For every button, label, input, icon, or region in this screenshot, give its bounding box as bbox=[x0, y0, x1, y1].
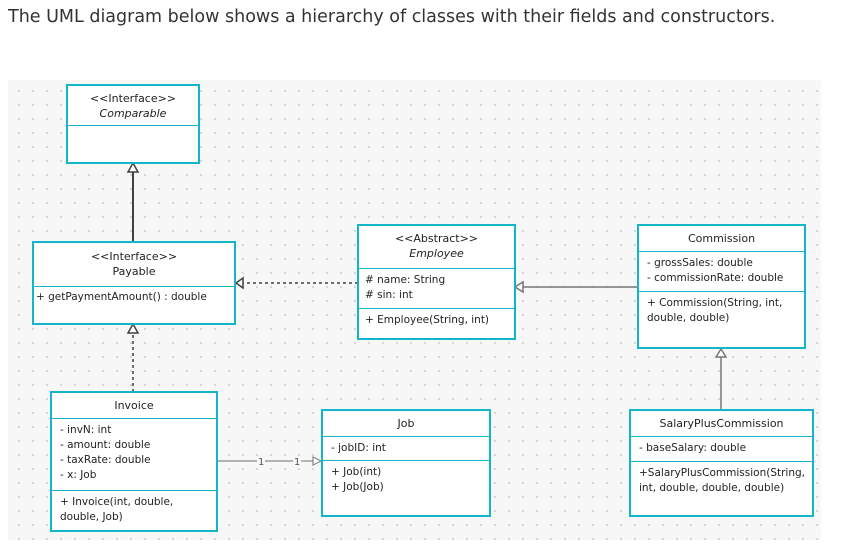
commission-field: - commissionRate: double bbox=[647, 272, 784, 284]
job-association-arrowhead bbox=[312, 456, 323, 466]
salaryplus-class-name: SalaryPlusCommission bbox=[659, 417, 784, 430]
payable-method: + getPaymentAmount() : double bbox=[36, 291, 207, 303]
invoice-field: - taxRate: double bbox=[60, 454, 151, 466]
payable-realization-arrowhead-employee bbox=[234, 276, 244, 290]
job-class-box: Job - jobID: int + Job(int) + Job(Job) bbox=[321, 409, 491, 517]
employee-field: # sin: int bbox=[365, 289, 413, 301]
invoice-field: - invN: int bbox=[60, 424, 112, 436]
comparable-stereotype: <<Interface>> bbox=[89, 92, 177, 105]
intro-text: The UML diagram below shows a hierarchy … bbox=[8, 7, 776, 27]
invoice-class-box: Invoice - invN: int - amount: double - t… bbox=[50, 391, 218, 532]
salaryplus-class-box: SalaryPlusCommission - baseSalary: doubl… bbox=[629, 409, 814, 517]
association-left-multiplicity: 1 bbox=[258, 457, 264, 468]
payable-realization-arrowhead-invoice bbox=[126, 322, 140, 334]
invoice-class-name: Invoice bbox=[114, 399, 154, 412]
employee-abstract-box: <<Abstract>> Employee # name: String # s… bbox=[357, 224, 516, 340]
salaryplus-field: - baseSalary: double bbox=[639, 442, 747, 454]
commission-class-box: Commission - grossSales: double - commis… bbox=[637, 224, 806, 349]
invoice-constructor: + Invoice(int, double, double, Job) bbox=[60, 496, 174, 523]
employee-class-name: Employee bbox=[409, 247, 464, 260]
comparable-generalization-arrowhead bbox=[126, 161, 140, 173]
invoice-field: - amount: double bbox=[60, 439, 151, 451]
employee-stereotype: <<Abstract>> bbox=[394, 232, 479, 245]
job-constructor: + Job(Job) bbox=[331, 481, 384, 493]
employee-constructor: + Employee(String, int) bbox=[365, 314, 490, 326]
job-class-name: Job bbox=[397, 417, 415, 430]
employee-generalization-arrowhead bbox=[513, 280, 524, 294]
payable-interface-box: <<Interface>> Payable + getPaymentAmount… bbox=[32, 241, 236, 325]
comparable-class-name: Comparable bbox=[99, 107, 167, 120]
commission-field: - grossSales: double bbox=[647, 257, 753, 269]
employee-field: # name: String bbox=[365, 274, 446, 286]
payable-class-name: Payable bbox=[112, 265, 156, 278]
commission-class-name: Commission bbox=[687, 232, 756, 245]
job-constructor: + Job(int) bbox=[331, 466, 382, 478]
comparable-interface-box: <<Interface>> Comparable bbox=[66, 84, 200, 164]
payable-stereotype: <<Interface>> bbox=[90, 250, 178, 263]
commission-constructor: + Commission(String, int, double, double… bbox=[647, 297, 783, 324]
commission-generalization-arrowhead bbox=[714, 347, 728, 358]
invoice-field: - x: Job bbox=[60, 469, 97, 481]
association-right-multiplicity: 1 bbox=[294, 457, 300, 468]
job-field: - jobID: int bbox=[331, 442, 386, 454]
salaryplus-constructor: +SalaryPlusCommission(String, int, doubl… bbox=[639, 467, 805, 494]
